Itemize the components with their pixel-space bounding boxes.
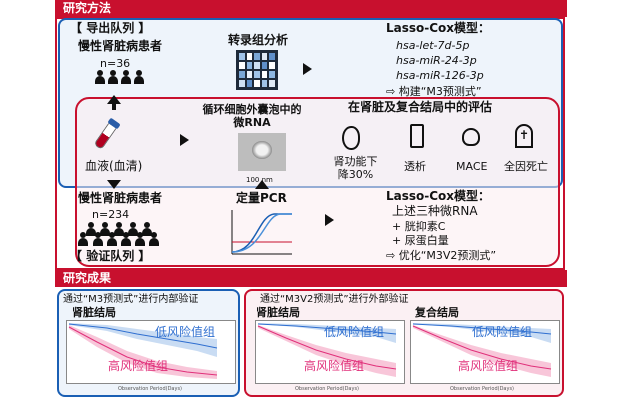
- panel1-x-axis-label: Observation Period(Days): [118, 386, 183, 392]
- model2-line-1: 上述三种微RNA: [392, 204, 478, 218]
- arrow-up-1: [107, 95, 121, 104]
- km-plot-3: [410, 320, 560, 384]
- evaluation-title: 在肾脏及复合结局中的评估: [348, 100, 493, 114]
- exosome-em-image: [238, 133, 286, 171]
- n-count-1: n=36: [100, 57, 131, 70]
- arrow-right-1: [303, 63, 312, 75]
- panel3-x-axis-label: Observation Period(Days): [450, 386, 515, 392]
- blood-label: 血液(血清): [85, 159, 143, 173]
- mirna-2: hsa-miR-24-3p: [396, 54, 477, 67]
- results-header: 研究成果: [55, 270, 567, 287]
- panel2-outcome: 肾脏结局: [256, 306, 300, 319]
- km-curves-2: [257, 323, 397, 377]
- panel2-x-axis-label: Observation Period(Days): [295, 386, 360, 392]
- qpcr-curve-chart: [231, 210, 292, 255]
- panel2-low-risk: 低风险值组: [324, 325, 385, 339]
- panel3-high-risk: 高风险值组: [458, 359, 519, 373]
- km-curves-1: [68, 323, 218, 379]
- panel2-high-risk: 高风险值组: [304, 359, 365, 373]
- kidney-icon: [342, 126, 360, 150]
- arrow-right-3: [325, 214, 334, 226]
- outcome-mace: MACE: [456, 160, 488, 173]
- km-plot-1: [66, 320, 236, 384]
- arrow-up-2: [255, 180, 269, 189]
- patients-icon-1: [90, 70, 160, 90]
- heart-icon: [462, 128, 480, 146]
- methods-header: 研究方法: [55, 0, 567, 17]
- model2-line-2: + 胱抑素C: [392, 220, 446, 233]
- ckd-patients-label-1: 慢性肾脏病患者: [78, 39, 163, 53]
- lasso-model-title-2: Lasso-Cox模型：: [386, 189, 491, 203]
- outcome-kidney: 肾功能下降30%: [333, 155, 378, 181]
- derivation-cohort-label: 【 导出队列 】: [70, 21, 151, 35]
- km-curves-3: [412, 323, 552, 377]
- panel3-low-risk: 低风险值组: [472, 325, 533, 339]
- microarray-image: [236, 50, 278, 90]
- external-validation-label: 通过“M3V2预测式”进行外部验证: [260, 294, 409, 305]
- tombstone-icon: ✝: [515, 124, 533, 148]
- transcriptome-label: 转录组分析: [228, 33, 289, 47]
- outcome-death: 全因死亡: [504, 160, 548, 173]
- arrow-down-1: [107, 180, 121, 189]
- panel1-high-risk: 高风险值组: [108, 359, 169, 373]
- panel3-outcome: 复合结局: [415, 306, 459, 319]
- outcome-dialysis: 透析: [404, 160, 426, 173]
- panel1-low-risk: 低风险值组: [155, 325, 216, 339]
- mirna-1: hsa-let-7d-5p: [396, 39, 470, 52]
- internal-validation-label: 通过“M3预测式”进行内部验证: [63, 294, 199, 305]
- ckd-patients-label-2: 慢性肾脏病患者: [78, 191, 163, 205]
- lasso-model-title-1: Lasso-Cox模型：: [386, 21, 491, 35]
- build-model-label: ⇨ 构建“M3预测式”: [386, 85, 482, 98]
- arrow-right-2: [180, 134, 189, 146]
- validation-cohort-label: 【 验证队列 】: [70, 249, 151, 263]
- dialysis-icon: [410, 124, 424, 148]
- optimize-model-label: ⇨ 优化“M3V2预测式”: [386, 249, 497, 262]
- qpcr-label: 定量PCR: [236, 191, 287, 205]
- patients-icon-2: [78, 222, 178, 248]
- model2-line-3: + 尿蛋白量: [392, 234, 449, 247]
- n-count-2: n=234: [92, 208, 130, 221]
- arrow-up-1-stem: [112, 104, 116, 110]
- km-plot-2: [255, 320, 405, 384]
- exosome-label: 循环细胞外囊泡中的微RNA: [202, 103, 302, 129]
- mirna-3: hsa-miR-126-3p: [396, 69, 484, 82]
- panel1-outcome: 肾脏结局: [72, 306, 116, 319]
